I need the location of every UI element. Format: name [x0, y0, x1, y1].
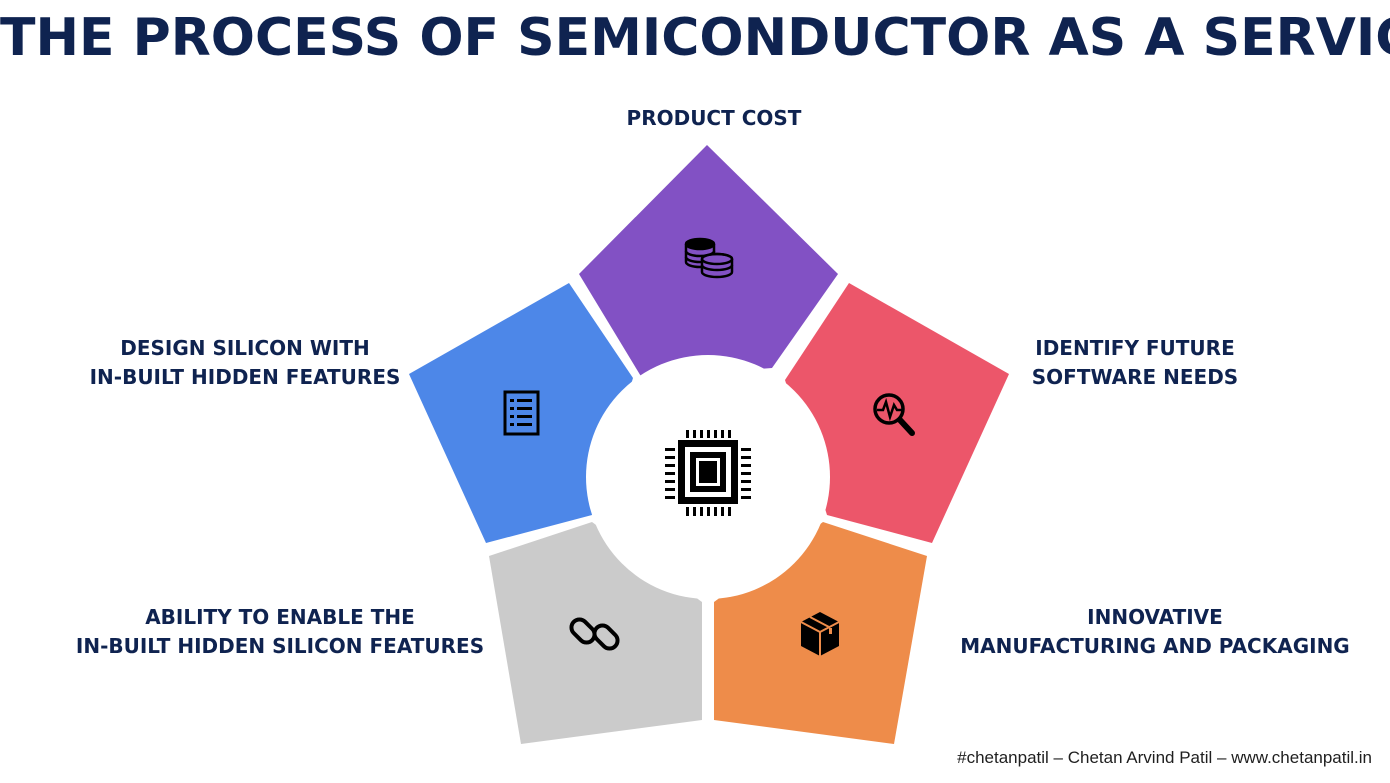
- coins-icon: [684, 237, 734, 279]
- label-identify-future-line2: SOFTWARE NEEDS: [1031, 365, 1239, 389]
- page-title: THE PROCESS OF SEMICONDUCTOR AS A SERVIC…: [0, 8, 1390, 68]
- label-design-silicon-line2: IN-BUILT HIDDEN FEATURES: [89, 365, 401, 389]
- segment-design-silicon: [409, 283, 633, 543]
- label-identify-future-line1: IDENTIFY FUTURE: [1035, 336, 1235, 360]
- footer-credit: #chetanpatil – Chetan Arvind Patil – www…: [957, 748, 1372, 767]
- segment-identify-future: [785, 283, 1009, 543]
- label-product-cost-line1: PRODUCT COST: [626, 106, 802, 130]
- link-icon: [569, 617, 620, 651]
- label-identify-future: IDENTIFY FUTURE SOFTWARE NEEDS: [960, 334, 1310, 392]
- label-innovative-manufacturing-line1: INNOVATIVE: [1087, 605, 1223, 629]
- label-ability-enable-line1: ABILITY TO ENABLE THE: [145, 605, 415, 629]
- label-ability-enable-line2: IN-BUILT HIDDEN SILICON FEATURES: [75, 634, 485, 658]
- label-ability-enable: ABILITY TO ENABLE THE IN-BUILT HIDDEN SI…: [60, 603, 500, 661]
- label-design-silicon: DESIGN SILICON WITH IN-BUILT HIDDEN FEAT…: [60, 334, 430, 392]
- label-design-silicon-line1: DESIGN SILICON WITH: [120, 336, 370, 360]
- cpu-chip-icon: [665, 430, 751, 516]
- document-list-icon: [503, 390, 540, 436]
- label-product-cost: PRODUCT COST: [514, 104, 914, 133]
- label-innovative-manufacturing: INNOVATIVE MANUFACTURING AND PACKAGING: [945, 603, 1365, 661]
- magnifier-pulse-icon: [873, 393, 915, 436]
- package-box-icon: [800, 612, 840, 656]
- label-innovative-manufacturing-line2: MANUFACTURING AND PACKAGING: [960, 634, 1350, 658]
